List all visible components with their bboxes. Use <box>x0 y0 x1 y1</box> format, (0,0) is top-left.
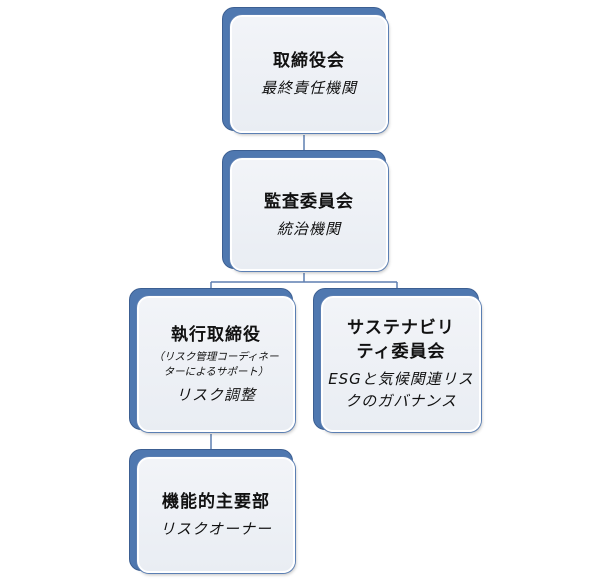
node-audit: 監査委員会 統治機関 <box>222 150 392 275</box>
audit-subtitle: 統治機関 <box>276 219 341 238</box>
board-subtitle: 最終責任機関 <box>260 79 357 97</box>
sustainability-title-line1: サステナビリ <box>347 318 455 338</box>
board-title: 取締役会 <box>273 51 345 71</box>
exec-note-line1: （リスク管理コーディネー <box>153 350 279 363</box>
exec-note-line2: ターによるサポート） <box>163 365 269 378</box>
node-sustainability: サステナビリ ティ委員会 ESGと気候関連リス クのガバナンス <box>313 288 485 436</box>
audit-title: 監査委員会 <box>264 191 354 212</box>
exec-subtitle: リスク調整 <box>175 385 256 404</box>
node-board: 取締役会 最終責任機関 <box>222 7 392 137</box>
functional-title: 機能的主要部 <box>162 492 270 512</box>
sustainability-title-line2: ティ委員会 <box>356 342 446 362</box>
node-functional: 機能的主要部 リスクオーナー <box>129 449 299 577</box>
sustainability-subtitle-line1: ESGと気候関連リス <box>328 370 474 388</box>
functional-subtitle: リスクオーナー <box>159 520 272 538</box>
exec-title: 執行取締役 <box>171 324 261 345</box>
node-exec: 執行取締役 （リスク管理コーディネー ターによるサポート） リスク調整 <box>129 288 299 436</box>
sustainability-subtitle-line2: クのガバナンス <box>345 392 457 410</box>
